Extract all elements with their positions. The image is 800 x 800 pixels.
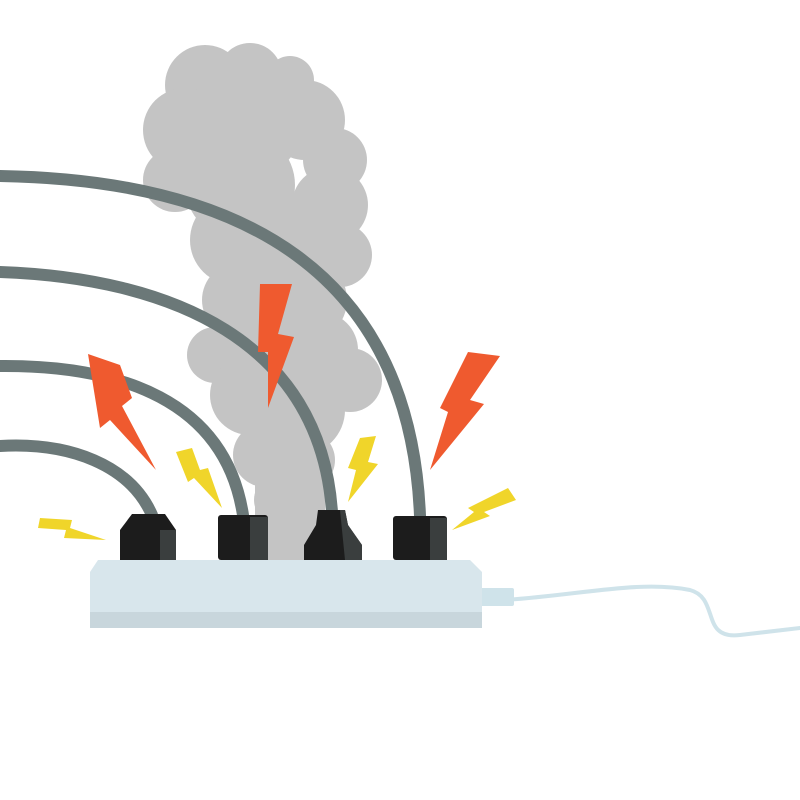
electric-spark-icon — [430, 352, 500, 470]
cable-2 — [0, 359, 249, 521]
electric-spark-icon — [452, 488, 516, 530]
electric-spark-icon — [38, 518, 106, 540]
plug-icon — [218, 515, 268, 560]
power-strip-icon — [90, 560, 482, 628]
cable-4 — [0, 170, 426, 522]
electric-spark-icon — [258, 284, 294, 408]
electric-spark-icon — [348, 436, 378, 502]
plugs — [120, 510, 447, 560]
sparks-large — [88, 284, 500, 470]
cable-1 — [0, 439, 158, 521]
plug-icon — [304, 510, 362, 560]
power-cord — [503, 584, 800, 638]
plug-icon — [393, 516, 447, 560]
smoke-cloud-icon — [143, 43, 382, 560]
electric-spark-icon — [88, 354, 156, 470]
cables — [0, 170, 426, 522]
electric-spark-icon — [176, 448, 222, 508]
sparks-small — [38, 436, 516, 540]
plug-icon — [120, 514, 176, 560]
cable-3 — [0, 266, 338, 518]
power-cord-plug — [478, 588, 514, 606]
